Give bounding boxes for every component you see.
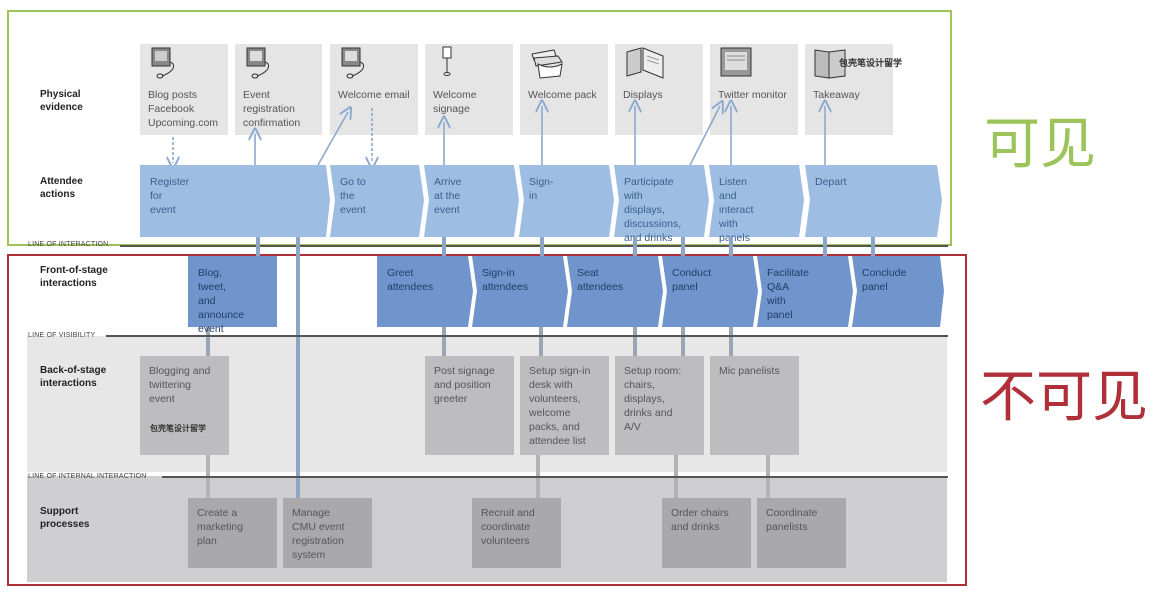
back-of-stage-box: Blogging and twittering event 包壳笔设计留学 — [140, 356, 229, 455]
evidence-card: Welcome pack — [520, 44, 608, 135]
back-of-stage-box: Mic panelists — [710, 356, 799, 455]
arrow — [317, 112, 348, 166]
evidence-label: Event registration confirmation — [243, 89, 301, 129]
back-of-stage-box: Setup sign-in desk with volunteers, welc… — [520, 356, 609, 455]
signage-stand-icon — [442, 46, 452, 76]
row-label-attendee-actions: Attendee actions — [40, 176, 83, 200]
evidence-card: Twitter monitor — [710, 44, 798, 135]
support-process-box: Create a marketing plan — [188, 498, 277, 568]
action-chevron — [424, 165, 519, 237]
evidence-label: Takeaway — [813, 89, 860, 101]
evidence-label: Blog posts Facebook Upcoming.com — [148, 89, 219, 129]
computer-monitor-icon — [341, 47, 365, 79]
action-chevron — [709, 165, 804, 237]
watermark-logo: 包壳笔设计留学 — [839, 58, 903, 68]
envelope-pack-icon — [531, 49, 563, 79]
line-of-interaction-label: LINE OF INTERACTION — [28, 241, 109, 248]
action-chevron — [805, 165, 942, 237]
arrow — [689, 106, 720, 166]
line-of-internal-interaction — [162, 476, 948, 478]
front-of-stage-box — [188, 256, 277, 327]
row-label-support-processes: Support processes — [40, 506, 90, 530]
evidence-card: Blog posts Facebook Upcoming.com — [140, 44, 228, 135]
evidence-label: Welcome pack — [528, 89, 597, 101]
action-chevron — [330, 165, 424, 237]
invisible-annotation: 不可见 — [980, 365, 1148, 430]
invisible-zone-frame — [7, 254, 967, 586]
front-of-stage-chevron — [852, 256, 944, 327]
row-label-back-of-stage: Back-of-stage interactions — [40, 365, 107, 389]
computer-monitor-icon — [246, 47, 270, 79]
back-of-stage-box: Setup room: chairs, displays, drinks and… — [615, 356, 704, 455]
support-process-box: Order chairs and drinks — [662, 498, 751, 568]
evidence-label: Displays — [623, 89, 663, 101]
action-chevron — [140, 165, 330, 237]
support-process-box: Coordinate panelists — [757, 498, 846, 568]
front-of-stage-chevron — [377, 256, 473, 327]
line-of-interaction — [120, 245, 948, 247]
brochure-icon — [814, 49, 846, 79]
back-of-stage-box: Post signage and position greeter — [425, 356, 514, 455]
evidence-card: Event registration confirmation — [235, 44, 322, 135]
front-of-stage-chevron — [567, 256, 663, 327]
front-of-stage-chevron — [757, 256, 853, 327]
computer-monitor-icon — [151, 47, 175, 79]
evidence-label: Welcome signage — [433, 89, 477, 115]
evidence-label: Welcome email — [338, 89, 410, 101]
row-label-physical-evidence: Physical evidence — [40, 89, 83, 113]
action-chevron — [519, 165, 614, 237]
evidence-card: Displays — [615, 44, 703, 135]
front-of-stage-chevron — [662, 256, 758, 327]
line-of-visibility-label: LINE OF VISIBILITY — [28, 332, 96, 339]
monitor-screen-icon — [720, 47, 752, 77]
line-of-visibility — [106, 335, 948, 337]
line-of-internal-interaction-label: LINE OF INTERNAL INTERACTION — [28, 473, 147, 480]
evidence-label: Twitter monitor — [718, 89, 787, 101]
visible-annotation: 可见 — [984, 112, 1096, 177]
display-panels-icon — [626, 47, 664, 79]
evidence-card: 包壳笔设计留学 Takeaway — [805, 44, 902, 135]
watermark-logo: 包壳笔设计留学 — [150, 424, 206, 433]
support-process-box: Recruit and coordinate volunteers — [472, 498, 561, 568]
front-of-stage-chevron — [472, 256, 568, 327]
action-chevron — [614, 165, 709, 237]
row-label-front-of-stage: Front-of-stage interactions — [40, 265, 108, 289]
support-process-box: Manage CMU event registration system — [283, 498, 372, 568]
